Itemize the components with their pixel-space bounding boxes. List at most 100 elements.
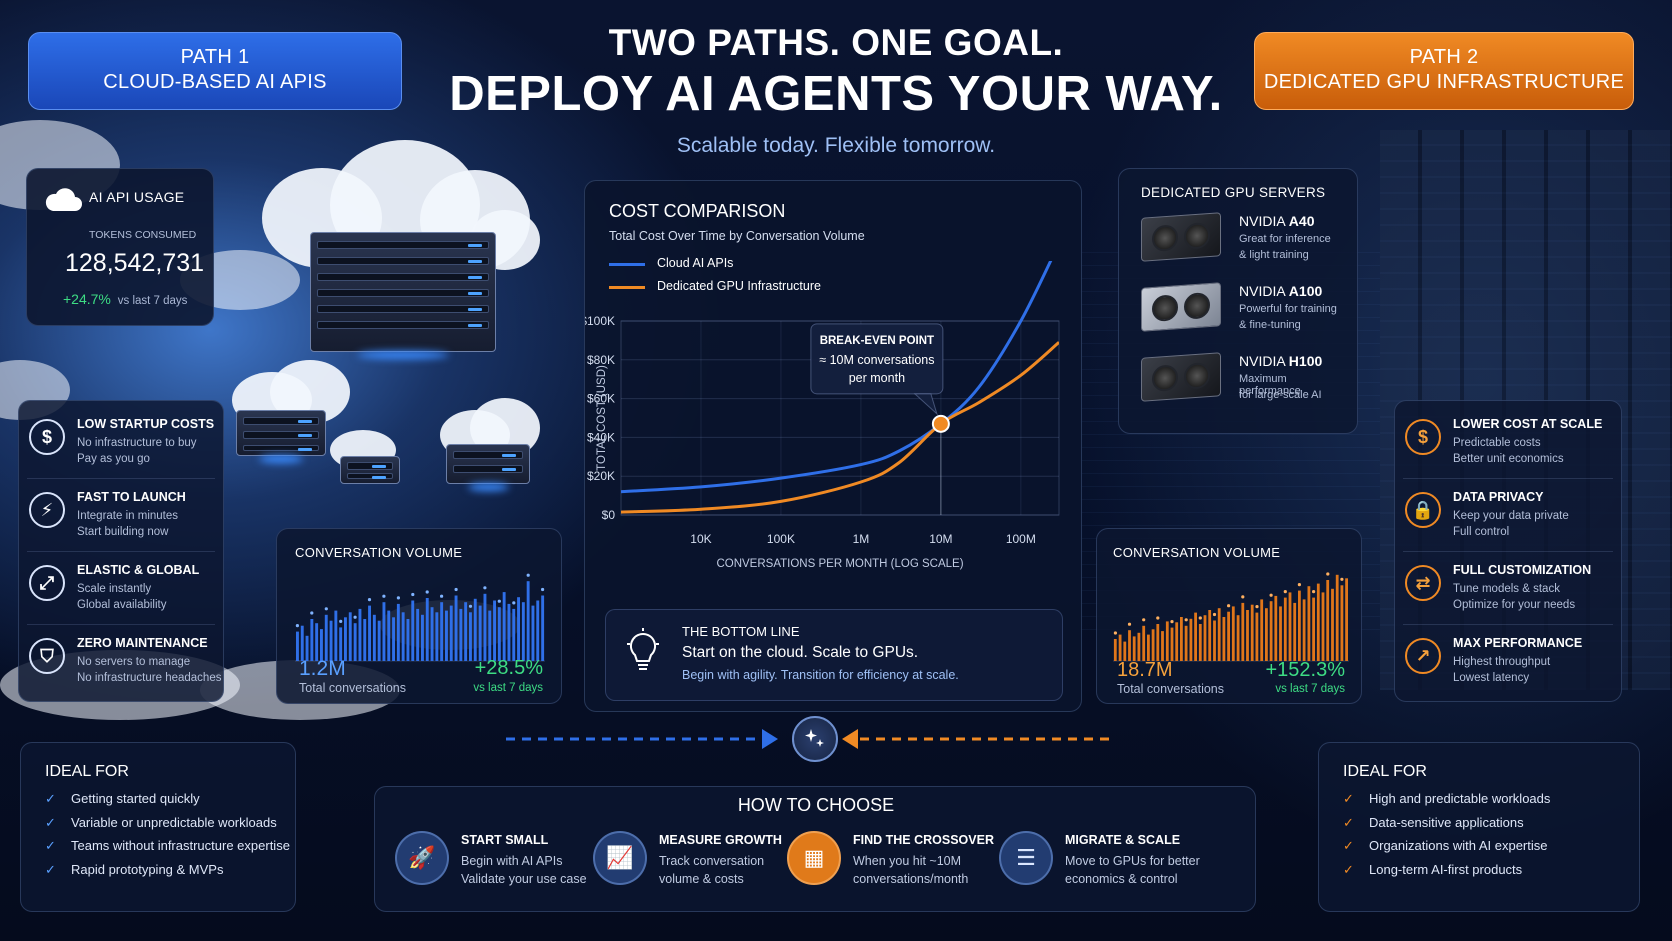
cost-chart: $0$20K$40K$60K$80K$100K10K100K1M10M100MC… [585,261,1060,570]
cloud-volume-label: Total conversations [299,681,407,695]
sparkline-bar [521,602,525,661]
shield-icon: ⛉ [29,638,65,674]
sparkline-dot [1340,577,1344,581]
sparkline-bar [1269,601,1273,661]
sparkline-dot [1170,620,1174,624]
sparkline-bar [406,619,410,661]
ideal-for-text: Rapid prototyping & MVPs [71,861,224,877]
sparkline-bar [1175,622,1179,661]
gpu-desc: & light training [1239,249,1309,261]
sparkline-dot [1326,572,1330,576]
tokens-label: TOKENS CONSUMED [89,229,197,241]
path2-label: PATH 2 [1409,46,1479,68]
break-even-title: BREAK-EVEN POINT [820,335,934,347]
chart-title: COST COMPARISON [609,201,786,221]
sparkline-bar [382,602,386,661]
check-icon: ✓ [45,791,56,806]
gpu-desc: Great for inference [1239,233,1331,245]
sparkline-bar [435,612,439,661]
sparkline-bar [1236,615,1240,661]
break-even-marker [931,414,950,433]
series-line-gpu [621,341,1059,514]
sparkline-bar [1203,615,1207,661]
path2-pill: PATH 2 DEDICATED GPU INFRASTRUCTURE [1254,32,1634,110]
sparkline-bar [440,602,444,661]
sparkline-bar [512,608,516,661]
gpu-fan [1184,291,1210,320]
divider [27,478,215,479]
sparkline-bar [531,605,535,661]
break-even-line2: per month [849,371,905,385]
sparkline-bar [464,602,468,661]
sparkline-bar [1194,612,1197,661]
y-tick-label: $60K [587,392,615,406]
x-tick-label: 10M [929,532,952,546]
legend-cloud-swatch [609,263,645,266]
gpu-model: H100 [1288,353,1323,369]
gpu-volume-card: CONVERSATION VOLUME 18.7M Total conversa… [1096,528,1362,704]
sparkline-dot [1269,593,1273,597]
bottom-line-card: THE BOTTOM LINE Start on the cloud. Scal… [605,609,1063,701]
step-desc: When you hit ~10M [853,854,962,868]
server-icon: ☰ [999,831,1053,885]
sparkline-bar [1265,608,1268,661]
x-tick-label: 10K [690,532,711,546]
sparkline-bar [363,619,367,661]
sparkline-dot [1241,595,1245,599]
ideal-for-text: Getting started quickly [71,791,200,806]
sparkline-bar [339,627,343,661]
divider [27,624,215,625]
cloud-volume-title: CONVERSATION VOLUME [295,545,463,560]
sparkline-bar [353,623,357,661]
sparkline-dot [411,592,415,597]
api-usage-title: AI API USAGE [89,189,185,205]
sparkline-bar [1312,597,1315,661]
cloud-volume-change-suffix: vs last 7 days [473,682,543,694]
sparkline-bar [1307,586,1311,661]
sparkline-dot [1142,618,1146,622]
break-even-line1: ≈ 10M conversations [819,353,934,367]
sparkline-bar [1335,574,1339,661]
break-even-callout [810,323,944,395]
cloud-volume-card: CONVERSATION VOLUME 1.2M Total conversat… [276,528,562,704]
sparkline-dot [396,596,400,600]
sparkline-dot [310,611,314,615]
sparkline-bar [1123,641,1127,661]
sparkline-dot [541,587,545,592]
calculator-icon: ▦ [787,831,841,885]
sparkline-bar [1316,583,1320,661]
check-icon: ✓ [45,814,56,830]
sparkline-bar [1118,634,1122,661]
sparkline-bar [1279,606,1282,661]
sparkline-dot [1198,616,1202,620]
feature-desc: Tune models & stack [1453,583,1560,595]
ideal-for-text: Organizations with AI expertise [1369,838,1548,853]
lightning-icon: ⚡ [29,492,65,528]
sparkline-bar [1340,585,1344,661]
cost-comparison-panel: COST COMPARISON Total Cost Over Time by … [584,180,1082,712]
y-tick-label: $80K [587,353,615,367]
sparkline-dot [367,598,372,602]
sparkline-dot [295,624,299,628]
path1-pill: PATH 1 CLOUD-BASED AI APIS [28,32,402,110]
feature-desc: Pay as you go [77,453,150,465]
plot-frame [620,320,1060,516]
sparkline-bar [401,612,405,661]
sparkline-dot [324,607,328,611]
gpu-volume-label: Total conversations [1117,682,1225,696]
gpu-desc: Powerful for training [1239,303,1337,315]
gpu-fan [1184,361,1210,390]
ideal-for-item: ✓Data-sensitive applications [1343,815,1550,839]
bottom-line-title: THE BOTTOM LINE [682,624,800,639]
sparkline-bar [1293,602,1297,661]
chart-subtitle: Total Cost Over Time by Conversation Vol… [609,229,865,243]
break-even-pointer [913,393,938,416]
